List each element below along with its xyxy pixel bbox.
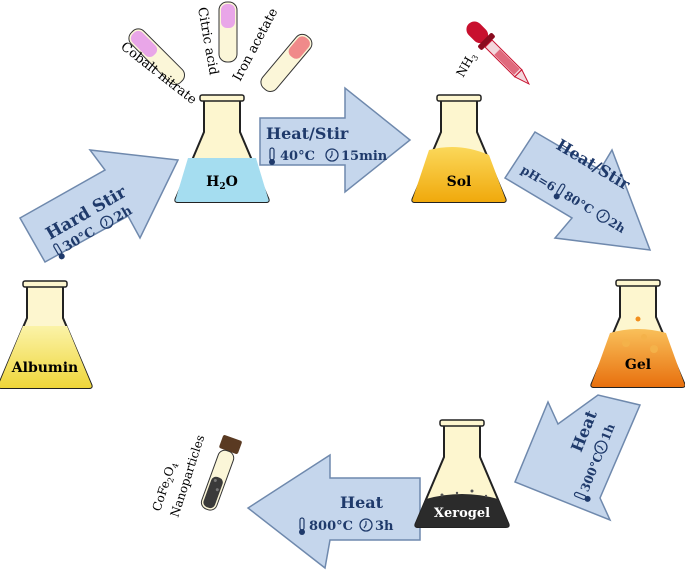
arrow-heat-1: Heat 300°C 1h: [514, 394, 642, 522]
step5-temp: 800°C: [309, 519, 353, 534]
tube-iron-acetate: [260, 33, 313, 92]
flask-sol: Sol: [411, 94, 507, 203]
tube-citric-acid: [218, 1, 238, 63]
clock-icon: [325, 148, 339, 162]
clock-icon: [594, 440, 608, 454]
clock-icon: [100, 215, 114, 229]
step4-time: 1h: [598, 421, 617, 442]
flask-sol-label: Sol: [447, 174, 472, 190]
tube-cobalt-nitrate: [128, 28, 186, 86]
reagent-citric-acid: Citric acid: [194, 6, 221, 76]
reagent-ammonia: NH3: [453, 50, 480, 81]
arrow-heat-stir-1: Heat/Stir 40°C 15min: [259, 86, 412, 194]
thermometer-icon: [299, 517, 305, 535]
step2-time: 15min: [341, 149, 388, 164]
arrow-heat-2: Heat 800°C 3h: [246, 453, 421, 570]
flask-gel-label: Gel: [625, 357, 651, 373]
flask-water-label: H2O: [206, 174, 238, 192]
step5-title: Heat: [340, 493, 384, 512]
arrow-heat-stir-2: Heat/Stir pH=6 80°C 2h: [503, 130, 652, 251]
flask-water: H2O: [174, 94, 270, 203]
step2-temp: 40°C: [280, 149, 315, 164]
thermometer-icon: [553, 183, 566, 200]
dropper-icon: [466, 21, 531, 86]
flask-albumin-label: Albumin: [11, 360, 78, 376]
step2-title: Heat/Stir: [266, 124, 349, 143]
clock-icon: [596, 209, 610, 223]
thermometer-icon: [53, 243, 65, 260]
step5-time: 3h: [375, 519, 394, 534]
flask-xerogel-label: Xerogel: [434, 506, 490, 521]
thermometer-icon: [269, 147, 275, 165]
flask-albumin: Albumin: [0, 280, 93, 389]
clock-icon: [359, 518, 373, 532]
flask-xerogel: Xerogel: [414, 419, 510, 528]
flask-gel: Gel: [590, 279, 685, 388]
product-tube: [200, 435, 242, 511]
thermometer-icon: [573, 491, 591, 502]
arrow-hard-stir: Hard Stir 30°C 2h: [18, 149, 180, 264]
